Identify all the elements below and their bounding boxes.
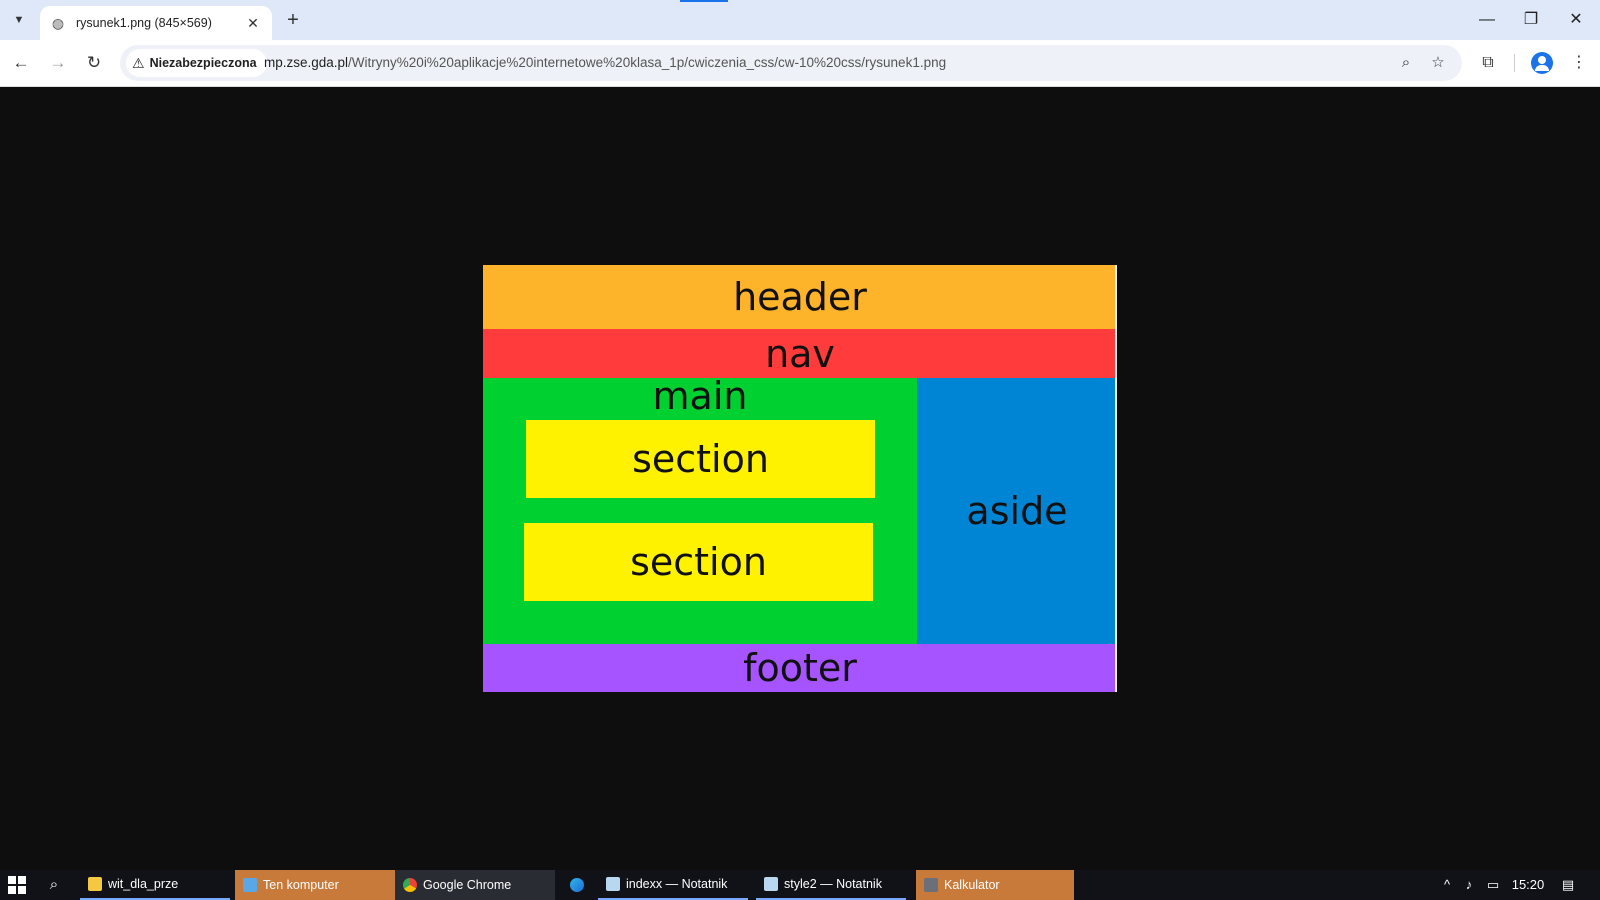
tab-close-icon[interactable]: ✕ <box>247 14 259 31</box>
taskbar-item-chrome[interactable]: Google Chrome <box>395 870 555 900</box>
footer-label: footer <box>743 646 857 690</box>
taskbar-item-notepad-index[interactable]: indexx — Notatnik <box>598 870 748 900</box>
restore-button[interactable]: ❐ <box>1523 11 1539 28</box>
security-label: Niezabezpieczona <box>149 56 257 70</box>
notepad-icon <box>606 877 620 891</box>
windows-taskbar: ⌕ wit_dla_prze Ten komputer Google Chrom… <box>0 870 1600 900</box>
url-path: /Witryny%20i%20aplikacje%20internetowe%2… <box>348 55 947 70</box>
calculator-icon <box>924 878 938 892</box>
zoom-icon[interactable]: ⌕ <box>1401 54 1411 71</box>
layout-diagram-image: header nav main section section aside fo… <box>483 265 1117 692</box>
taskbar-clock[interactable]: 15:20 <box>1511 877 1545 892</box>
browser-tab-bar: ▼ ◍ rysunek1.png (845×569) ✕ + — ❐ ✕ <box>0 0 1600 40</box>
section-label-2: section <box>630 540 767 584</box>
url-host: mp.zse.gda.pl <box>264 55 349 70</box>
tab-strip-indicator <box>680 0 728 2</box>
edge-icon <box>570 878 584 892</box>
taskbar-item-folder[interactable]: wit_dla_prze <box>80 870 230 900</box>
taskbar-item-label: wit_dla_prze <box>108 877 179 891</box>
tray-chevron-up-icon[interactable]: ^ <box>1443 877 1451 892</box>
main-label: main <box>652 374 748 418</box>
image-right-edge <box>1115 265 1117 692</box>
menu-kebab-icon[interactable]: ⋮ <box>1571 54 1587 71</box>
footer-block: footer <box>483 644 1117 692</box>
section-block-1: section <box>526 420 875 498</box>
browser-tab[interactable]: ◍ rysunek1.png (845×569) ✕ <box>40 6 272 40</box>
windows-start-icon[interactable] <box>8 876 26 894</box>
bookmark-star-icon[interactable]: ☆ <box>1431 54 1445 71</box>
notepad-icon <box>764 877 778 891</box>
taskbar-item-edge[interactable] <box>562 870 592 900</box>
nav-label: nav <box>765 331 835 376</box>
address-bar[interactable]: ⚠ Niezabezpieczona mp.zse.gda.pl/Witryny… <box>120 45 1462 81</box>
header-block: header <box>483 265 1117 329</box>
notifications-icon[interactable]: ▤ <box>1561 877 1575 892</box>
section-block-2: section <box>524 523 873 601</box>
taskbar-item-label: Kalkulator <box>944 878 1000 892</box>
tab-search-chevron-icon[interactable]: ▼ <box>13 14 25 26</box>
taskbar-item-calculator[interactable]: Kalkulator <box>916 870 1074 900</box>
main-block: main <box>483 374 917 644</box>
browser-toolbar: ← → ↻ ⚠ Niezabezpieczona mp.zse.gda.pl/W… <box>0 40 1600 87</box>
taskbar-item-notepad-style[interactable]: style2 — Notatnik <box>756 870 906 900</box>
taskbar-item-label: style2 — Notatnik <box>784 877 882 891</box>
computer-icon <box>243 878 257 892</box>
back-button[interactable]: ← <box>12 53 30 72</box>
section-label-1: section <box>632 437 769 481</box>
extensions-icon[interactable]: ⧉ <box>1482 54 1494 71</box>
volume-icon[interactable]: ♪ <box>1465 877 1473 892</box>
header-label: header <box>733 275 867 319</box>
taskbar-item-label: indexx — Notatnik <box>626 877 728 891</box>
new-tab-button[interactable]: + <box>287 9 299 31</box>
tab-title: rysunek1.png (845×569) <box>76 16 212 30</box>
taskbar-item-computer[interactable]: Ten komputer <box>235 870 395 900</box>
chrome-icon <box>403 878 417 892</box>
taskbar-search-icon[interactable]: ⌕ <box>49 876 59 893</box>
profile-avatar-icon[interactable] <box>1531 52 1553 74</box>
close-window-button[interactable]: ✕ <box>1569 11 1583 28</box>
network-icon[interactable]: ▭ <box>1486 877 1500 892</box>
url-text[interactable]: mp.zse.gda.pl/Witryny%20i%20aplikacje%20… <box>264 55 946 70</box>
taskbar-item-label: Ten komputer <box>263 878 339 892</box>
globe-icon: ◍ <box>51 15 65 31</box>
aside-block: aside <box>917 378 1117 644</box>
reload-button[interactable]: ↻ <box>86 53 102 72</box>
security-chip[interactable]: ⚠ Niezabezpieczona <box>126 49 267 77</box>
warning-icon: ⚠ <box>132 54 145 71</box>
taskbar-item-label: Google Chrome <box>423 878 512 892</box>
nav-block: nav <box>483 329 1117 378</box>
aside-label: aside <box>966 489 1068 533</box>
toolbar-divider <box>1514 54 1515 72</box>
minimize-button[interactable]: — <box>1479 11 1495 28</box>
forward-button[interactable]: → <box>49 53 67 72</box>
folder-icon <box>88 877 102 891</box>
